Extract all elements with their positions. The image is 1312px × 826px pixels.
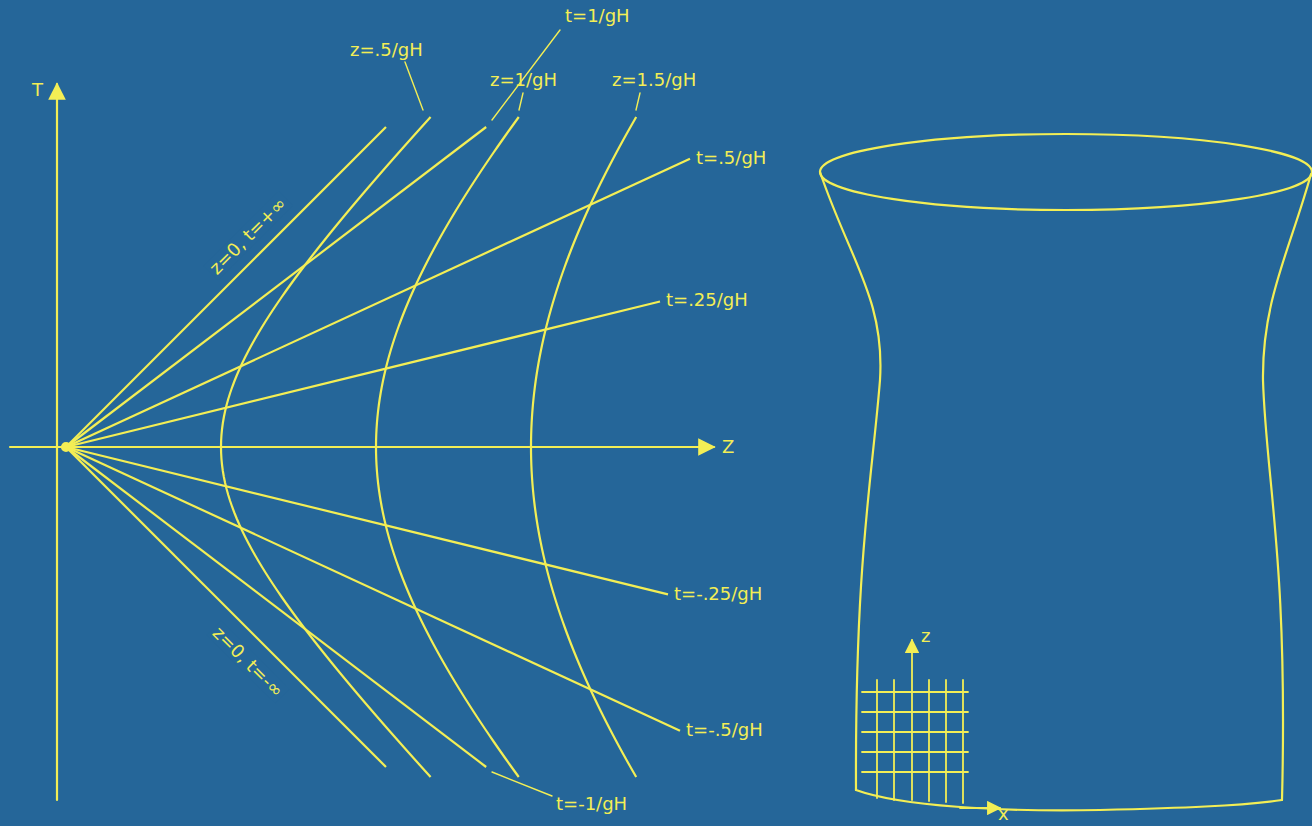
coordinate-label: t=-1/gH	[556, 794, 627, 814]
constant-z-hyperbola	[376, 117, 519, 777]
funnel-rim	[820, 134, 1312, 210]
coordinate-label: t=-.5/gH	[686, 720, 763, 740]
origin-dot	[62, 443, 70, 451]
grid	[862, 680, 968, 803]
coordinate-label: z=1.5/gH	[612, 70, 696, 90]
constant-t-ray	[66, 127, 486, 447]
constant-t-ray	[66, 302, 660, 447]
t-axis	[56, 84, 58, 800]
constant-t-ray	[66, 447, 486, 767]
leader-line	[636, 93, 640, 110]
leader-line	[519, 93, 523, 110]
coordinate-label: T	[32, 80, 43, 100]
leader-line	[405, 62, 423, 110]
constant-t-ray	[66, 159, 690, 447]
constant-z-hyperbola	[531, 117, 636, 777]
coordinate-label: t=1/gH	[565, 6, 630, 26]
z-axis	[10, 446, 714, 448]
coordinate-label: Z	[722, 437, 734, 457]
funnel-z-axis	[911, 640, 913, 800]
rindler-curves	[62, 117, 690, 777]
coordinate-label: x	[998, 804, 1009, 824]
horizon-line	[66, 127, 386, 447]
funnel-x-axis	[960, 807, 1000, 809]
coordinate-label: t=.5/gH	[696, 148, 766, 168]
coordinate-label: z=0, t=-∞	[207, 621, 290, 704]
funnel-right	[1263, 174, 1311, 800]
horizon-line	[66, 447, 386, 767]
coordinate-label: z=.5/gH	[350, 40, 423, 60]
constant-t-ray	[66, 447, 680, 731]
leader-line	[492, 772, 552, 796]
funnel-left	[820, 172, 880, 790]
coordinate-label: t=-.25/gH	[674, 584, 762, 604]
coordinate-label: z=1/gH	[490, 70, 557, 90]
funnel-bottom	[856, 790, 1282, 810]
constant-t-ray	[66, 447, 668, 594]
coordinate-label: z=0, t=+∞	[204, 192, 293, 281]
coordinate-label: t=.25/gH	[666, 290, 748, 310]
coordinate-label: z	[921, 626, 930, 646]
